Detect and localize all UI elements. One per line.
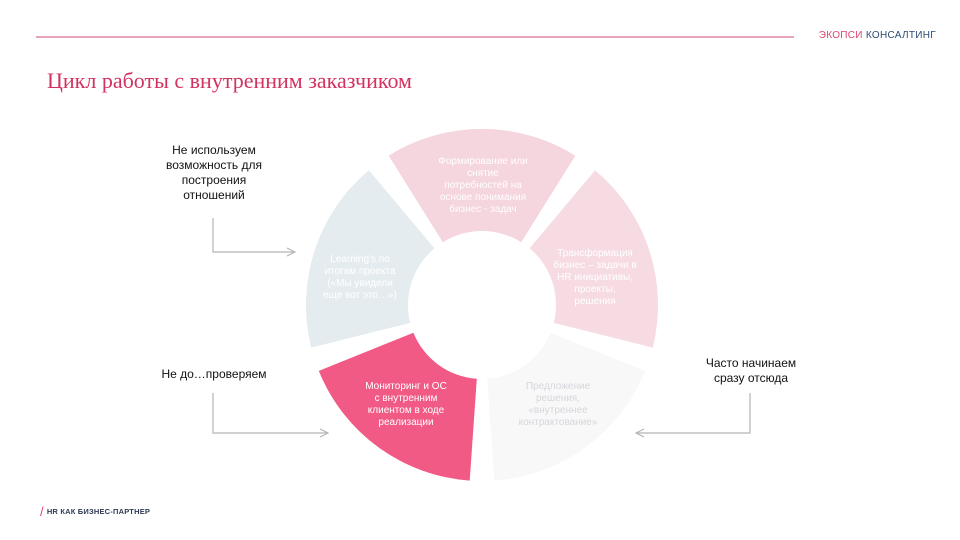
brand-logo: ЭКОПСИ КОНСАЛТИНГ [819, 30, 936, 41]
cycle-segment-1 [388, 128, 576, 243]
footer-slash-icon: / [40, 504, 44, 519]
cycle-segment-3 [487, 332, 646, 481]
connector-right [636, 393, 751, 433]
cycle-segment-5 [305, 170, 435, 348]
header-rule [36, 36, 794, 38]
cycle-segment-4 [318, 332, 477, 481]
cycle-segment-2 [529, 170, 659, 348]
segment-label-2: Трансформация бизнес – задачи в HR иници… [553, 248, 637, 307]
note-left-top: Не используем возможность для построения… [166, 143, 262, 202]
segment-label-3: Предложение решения, «внутреннее контрак… [518, 381, 598, 428]
segment-label-1: Формирование или снятие потребностей на … [438, 156, 528, 215]
connector-left-bottom [212, 393, 328, 433]
note-left-bottom: Не до…проверяем [161, 367, 267, 381]
note-right: Часто начинаем сразу отсюда [705, 356, 797, 385]
brand-part2: КОНСАЛТИНГ [865, 30, 936, 41]
segment-label-4: Мониторинг и ОС с внутренним клиентом в … [365, 381, 447, 428]
segment-label-5: Learning's по итогам проекта («Мы увидел… [323, 254, 397, 301]
footer-text: HR КАК БИЗНЕС-ПАРТНЕР [46, 507, 151, 516]
brand-part1: ЭКОПСИ [818, 30, 863, 41]
connector-left-top [212, 218, 295, 252]
footer-label: /HR КАК БИЗНЕС-ПАРТНЕР [40, 504, 150, 519]
page-title: Цикл работы с внутренним заказчиком [47, 68, 412, 93]
